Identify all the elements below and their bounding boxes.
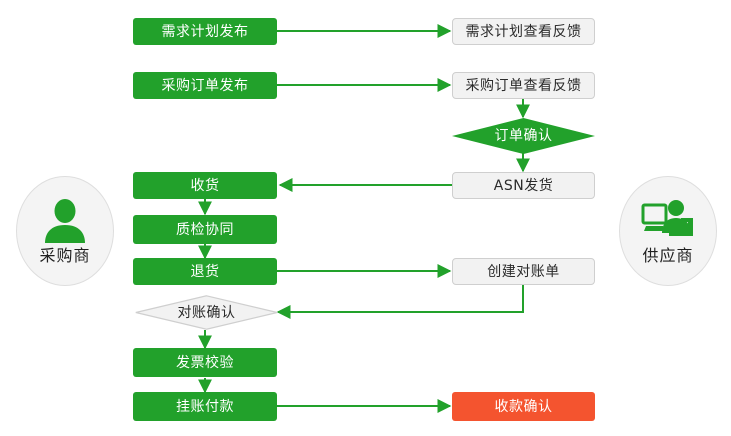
node-payment-receipt-confirm[interactable]: 收款确认	[452, 392, 595, 421]
node-return-goods[interactable]: 退货	[133, 258, 277, 285]
node-create-reconciliation-statement[interactable]: 创建对账单	[452, 258, 595, 285]
actor-supplier[interactable]: 供应商	[619, 176, 717, 286]
node-accrual-payment[interactable]: 挂账付款	[133, 392, 277, 421]
node-order-confirm-decision[interactable]: 订单确认	[452, 118, 595, 154]
actor-buyer[interactable]: 采购商	[16, 176, 114, 286]
node-asn-shipment[interactable]: ASN发货	[452, 172, 595, 199]
person-icon	[45, 199, 85, 243]
person-with-computer-icon	[641, 200, 693, 236]
node-order-confirm-decision-label: 订单确认	[494, 128, 553, 144]
node-reconciliation-confirm-decision[interactable]: 对账确认	[135, 295, 278, 330]
node-reconciliation-confirm-decision-label: 对账确认	[177, 304, 236, 321]
node-purchase-order-view-feedback[interactable]: 采购订单查看反馈	[452, 72, 595, 99]
node-receive-goods[interactable]: 收货	[133, 172, 277, 199]
diamond-shape-green	[452, 118, 595, 154]
node-purchase-order-publish[interactable]: 采购订单发布	[133, 72, 277, 99]
node-demand-plan-publish[interactable]: 需求计划发布	[133, 18, 277, 45]
edge-n10-n11	[276, 285, 524, 319]
actor-buyer-label: 采购商	[39, 246, 91, 265]
node-quality-inspection-collaboration[interactable]: 质检协同	[133, 215, 277, 244]
node-demand-plan-view-feedback[interactable]: 需求计划查看反馈	[452, 18, 595, 45]
node-invoice-verification[interactable]: 发票校验	[133, 348, 277, 377]
actor-supplier-label: 供应商	[642, 246, 694, 265]
diamond-shape-gray	[135, 295, 278, 330]
